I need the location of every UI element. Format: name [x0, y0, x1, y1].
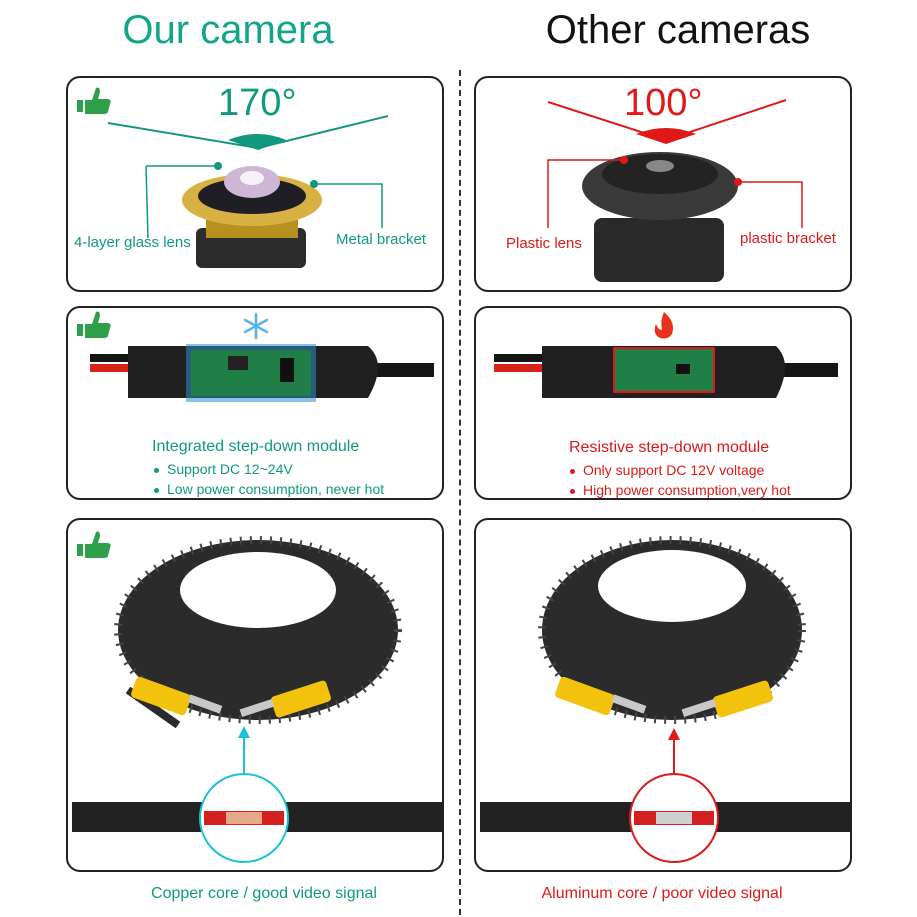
module-bullet: Low power consumption, never hot	[154, 481, 384, 497]
viewing-angle-other: 100°	[624, 82, 703, 124]
module-bullet: Only support DC 12V voltage	[570, 462, 764, 478]
other-cameras-header: Other cameras	[545, 8, 811, 52]
flame-icon	[654, 312, 673, 339]
snowflake-icon	[243, 312, 269, 340]
thumbs-up-icon	[77, 311, 111, 338]
module-panel-ours: Integrated step-down module Support DC 1…	[66, 306, 444, 500]
metal-bracket-label: Metal bracket	[336, 231, 427, 248]
plastic-bracket-label: plastic bracket	[740, 230, 836, 247]
module-bullet: Support DC 12~24V	[154, 461, 293, 477]
module-panel-other: Resistive step-down module Only support …	[474, 306, 852, 500]
resistive-module-title: Resistive step-down module	[569, 439, 770, 456]
center-divider	[459, 70, 461, 915]
plastic-lens-label: Plastic lens	[506, 235, 582, 252]
cable-panel-ours	[66, 518, 444, 872]
thumbs-up-icon	[77, 531, 111, 558]
viewing-angle-ours: 170°	[218, 82, 297, 124]
cable-panel-other	[474, 518, 852, 872]
glass-lens-label: 4-layer glass lens	[74, 234, 191, 251]
thumbs-up-icon	[77, 87, 111, 114]
copper-core-caption: Copper core / good video signal	[151, 885, 377, 902]
lens-panel-ours: 170° 4-layer glass lens Metal bracket	[66, 76, 444, 292]
module-bullet: High power consumption,very hot	[570, 482, 791, 498]
integrated-module-title: Integrated step-down module	[152, 438, 360, 455]
aluminum-core-caption: Aluminum core / poor video signal	[541, 885, 783, 902]
our-camera-header: Our camera	[122, 8, 334, 52]
lens-panel-other: 100° Plastic lens plastic bracket	[474, 76, 852, 292]
